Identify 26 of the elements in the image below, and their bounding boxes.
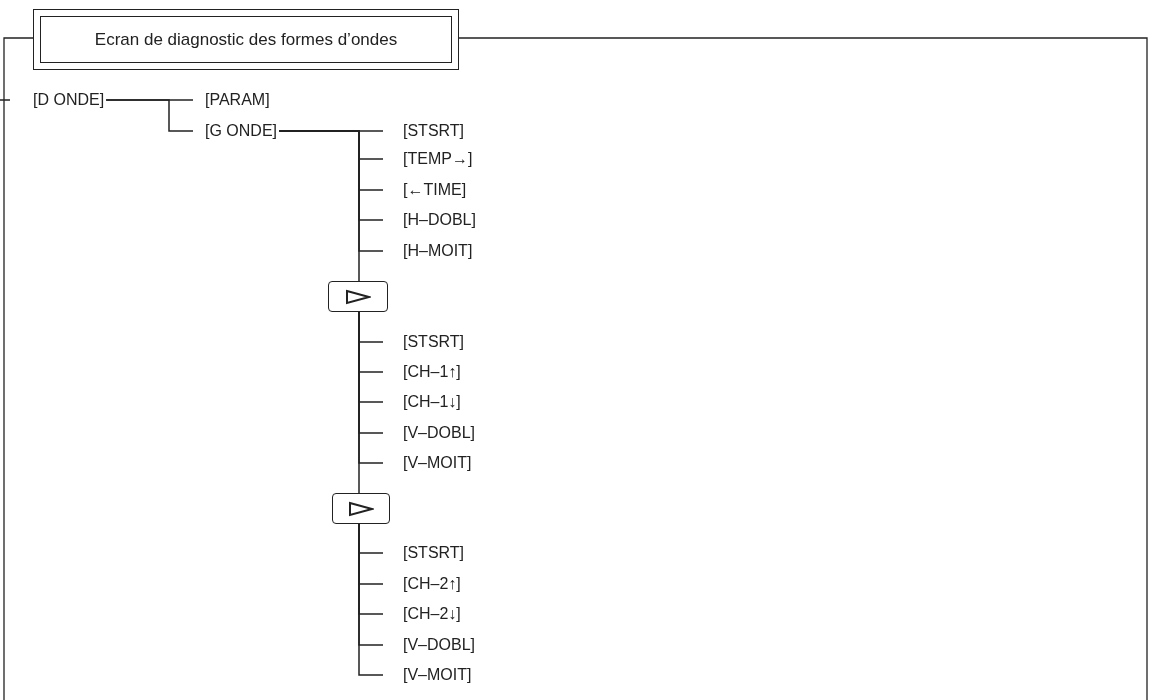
key-box [328, 281, 388, 312]
menu-label: [V–DOBL] [383, 421, 513, 445]
title-box [33, 9, 459, 70]
title-text: Ecran de diagnostic des formes d’ondes [94, 28, 398, 51]
menu-label: [H–MOIT] [383, 239, 513, 263]
menu-label: [H–DOBL] [383, 208, 513, 232]
menu-label: [G ONDE] [193, 119, 345, 143]
menu-label: [CH–2↓] [383, 602, 513, 626]
menu-label: [V–MOIT] [383, 663, 513, 687]
menu-label: [PARAM] [193, 88, 303, 112]
menu-label: [STSRT] [383, 119, 513, 143]
connector-line [358, 311, 360, 494]
menu-label: [CH–1↑] [383, 360, 513, 384]
menu-label: [D ONDE] [33, 88, 154, 112]
key-box [332, 493, 390, 524]
connector-line [278, 130, 360, 282]
menu-label: [CH–2↑] [383, 572, 513, 596]
connector-line [105, 99, 194, 132]
menu-label: [V–MOIT] [383, 451, 513, 475]
menu-label: [TEMP→] [383, 147, 513, 171]
menu-label: [STSRT] [383, 541, 513, 565]
menu-label: [←TIME] [383, 178, 513, 202]
menu-label: [V–DOBL] [383, 633, 513, 657]
menu-label: [STSRT] [383, 330, 513, 354]
menu-label: [CH–1↓] [383, 390, 513, 414]
connector-line [358, 523, 384, 676]
